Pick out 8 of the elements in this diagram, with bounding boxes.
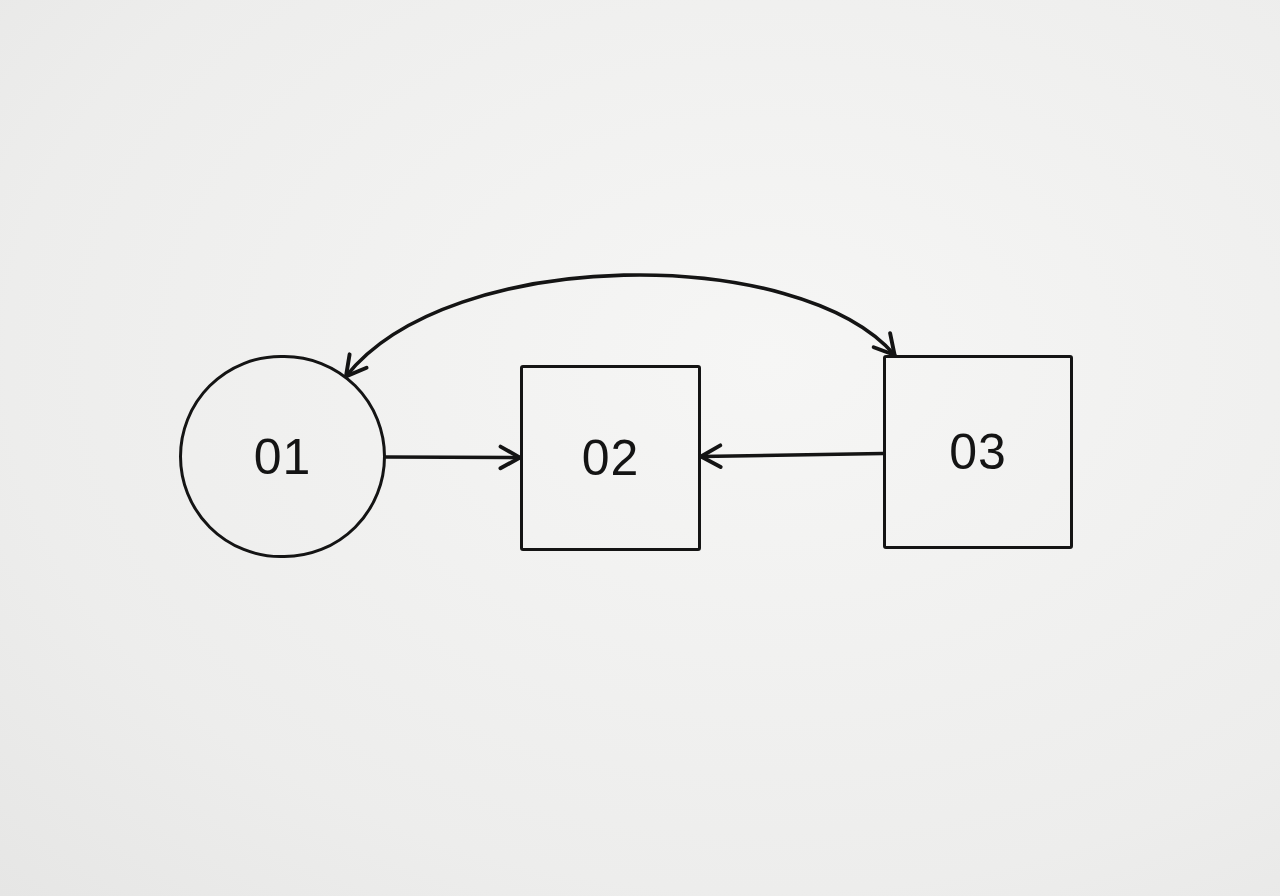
process-box: [883, 355, 1073, 549]
arrow: [344, 273, 897, 379]
node-label: 03: [949, 427, 1007, 477]
process-box: [520, 365, 701, 551]
arrow: [384, 444, 522, 471]
node-label: 01: [253, 431, 312, 482]
node-label: 02: [581, 433, 640, 483]
arrow: [699, 443, 885, 469]
